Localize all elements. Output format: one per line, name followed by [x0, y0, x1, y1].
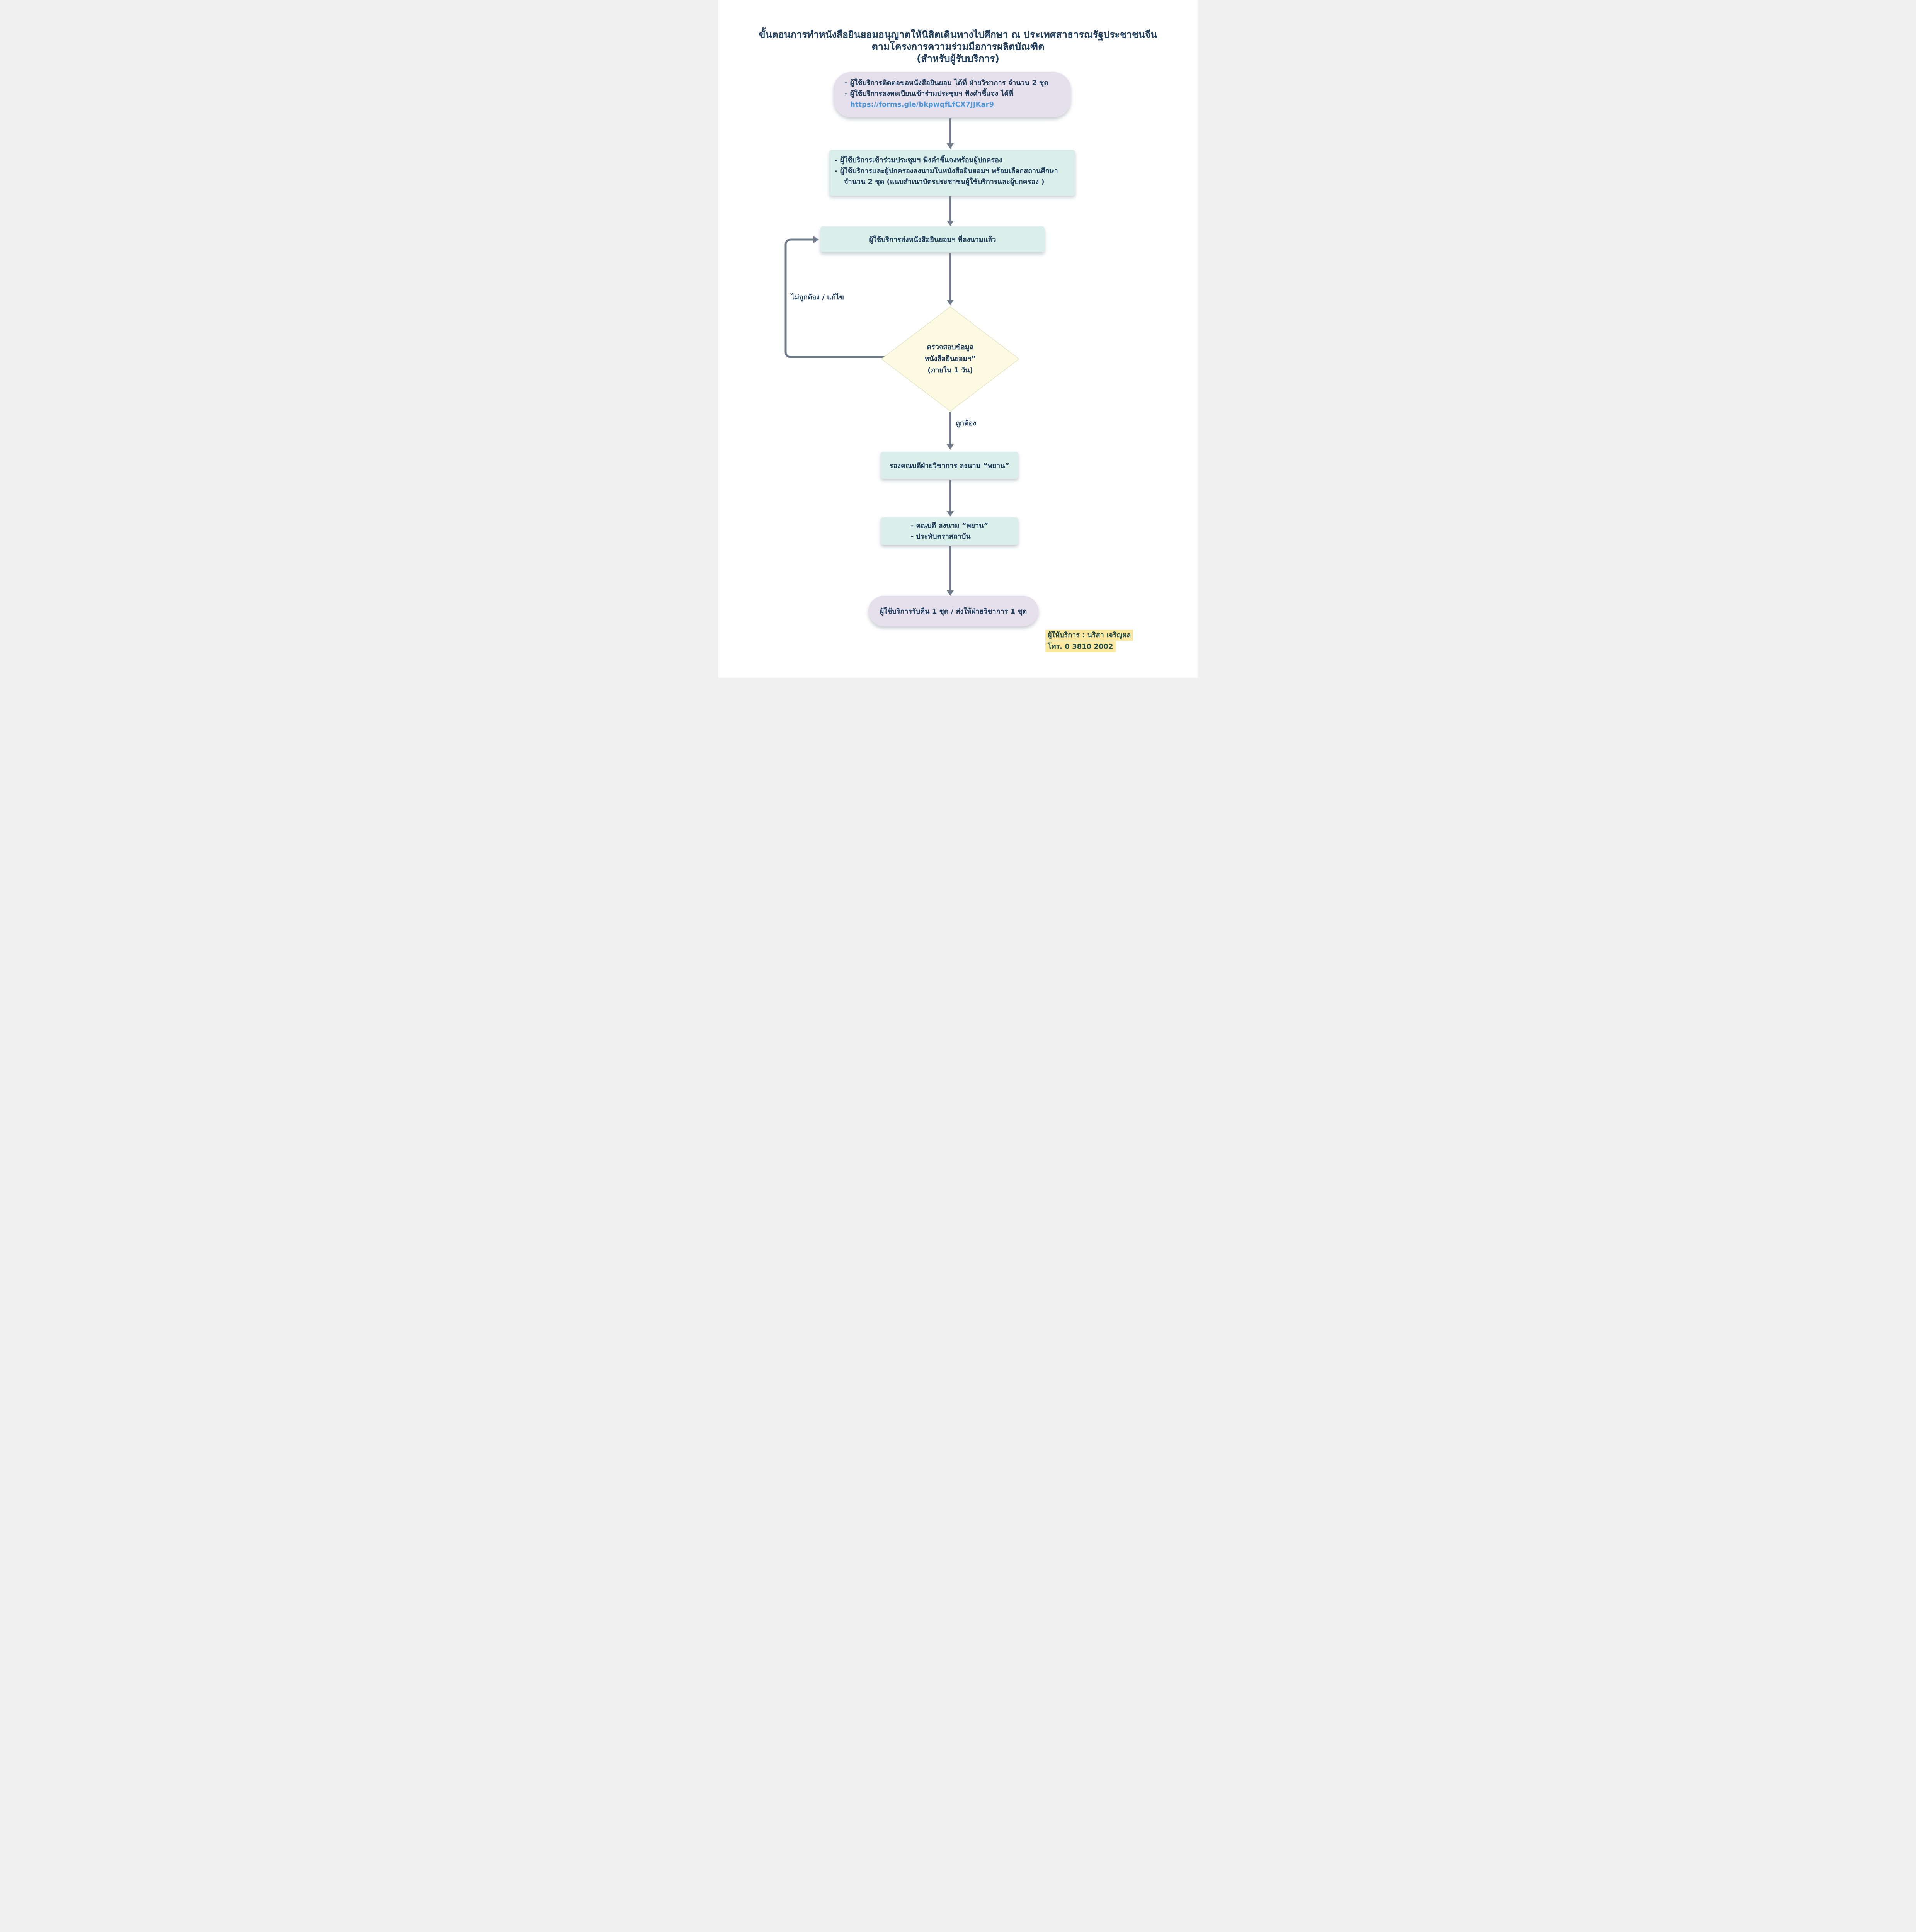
edge-label-incorrect: ไม่ถูกต้อง / แก้ไข — [791, 293, 844, 301]
flow-step-dean-line2: - ประทับตราสถาบัน — [910, 532, 971, 541]
footer-phone-line: โทร. 0 3810 2002 — [1045, 641, 1116, 652]
flow-step-meeting-box: - ผู้ใช้บริการเข้าร่วมประชุมฯ ฟังคำชี้แจ… — [829, 150, 1075, 196]
decision-label: ตรวจสอบข้อมูล หนังสือยินยอมฯ” (ภายใน 1 ว… — [900, 342, 1001, 376]
flow-step-meeting-line2: - ผู้ใช้บริการและผู้ปกครองลงนามในหนังสือ… — [835, 167, 1058, 175]
flow-step-return-label: ผู้ใช้บริการรับคืน 1 ชุด / ส่งให้ฝ่ายวิช… — [880, 607, 1027, 616]
arrow-submit-to-decision — [947, 253, 954, 305]
page-title: ขั้นตอนการทำหนังสือยินยอมอนุญาตให้นิสิตเ… — [718, 29, 1198, 65]
flow-step-return-box: ผู้ใช้บริการรับคืน 1 ชุด / ส่งให้ฝ่ายวิช… — [868, 596, 1038, 626]
page-title-line3: (สำหรับผู้รับบริการ) — [917, 53, 999, 64]
edge-label-correct: ถูกต้อง — [956, 419, 977, 427]
arrow-meeting-to-submit — [947, 196, 954, 226]
flow-step-request-line2: - ผู้ใช้บริการลงทะเบียนเข้าร่วมประชุมฯ ฟ… — [845, 90, 1013, 98]
flow-step-submit-label: ผู้ใช้บริการส่งหนังสือยินยอมฯ ที่ลงนามแล… — [869, 236, 996, 244]
service-provider-footer: ผู้ให้บริการ : นริสา เจริญผล โทร. 0 3810… — [1045, 630, 1133, 653]
flow-step-meeting-line1: - ผู้ใช้บริการเข้าร่วมประชุมฯ ฟังคำชี้แจ… — [835, 156, 1002, 164]
flow-step-dean-line1: - คณบดี ลงนาม “พยาน” — [910, 521, 989, 530]
flow-step-dean-box: - คณบดี ลงนาม “พยาน” - ประทับตราสถาบัน — [881, 517, 1018, 545]
decision-line2: หนังสือยินยอมฯ” — [924, 355, 976, 363]
flowchart-page: ขั้นตอนการทำหนังสือยินยอมอนุญาตให้นิสิตเ… — [718, 0, 1198, 678]
arrow-vicedean-to-dean — [947, 480, 954, 517]
registration-form-link[interactable]: https://forms.gle/bkpwqfLfCX7JJKar9 — [850, 100, 994, 109]
flow-step-submit-box: ผู้ใช้บริการส่งหนังสือยินยอมฯ ที่ลงนามแล… — [820, 226, 1045, 252]
arrow-dean-to-end — [947, 546, 954, 596]
flow-step-vice-dean-box: รองคณบดีฝ่ายวิชาการ ลงนาม “พยาน” — [881, 452, 1018, 479]
footer-provider-line: ผู้ให้บริการ : นริสา เจริญผล — [1045, 630, 1133, 641]
decision-line1: ตรวจสอบข้อมูล — [927, 343, 974, 351]
flow-step-meeting-line3: จำนวน 2 ชุด (แนบสำเนาบัตรประชาชนผู้ใช้บร… — [844, 178, 1045, 186]
flow-step-request-line1: - ผู้ใช้บริการติดต่อขอหนังสือยินยอม ได้ท… — [845, 79, 1048, 87]
decision-line3: (ภายใน 1 วัน) — [927, 366, 973, 374]
arrow-decision-to-vicedean — [947, 412, 954, 450]
flow-step-vice-dean-label: รองคณบดีฝ่ายวิชาการ ลงนาม “พยาน” — [889, 461, 1010, 470]
flow-step-request-consent-box: - ผู้ใช้บริการติดต่อขอหนังสือยินยอม ได้ท… — [834, 72, 1071, 117]
page-title-line1: ขั้นตอนการทำหนังสือยินยอมอนุญาตให้นิสิตเ… — [759, 29, 1157, 40]
flow-step-dean-lines: - คณบดี ลงนาม “พยาน” - ประทับตราสถาบัน — [911, 520, 989, 542]
page-title-line2: ตามโครงการความร่วมมือการผลิตบัณฑิต — [871, 41, 1045, 52]
arrow-start-to-meeting — [947, 118, 954, 149]
